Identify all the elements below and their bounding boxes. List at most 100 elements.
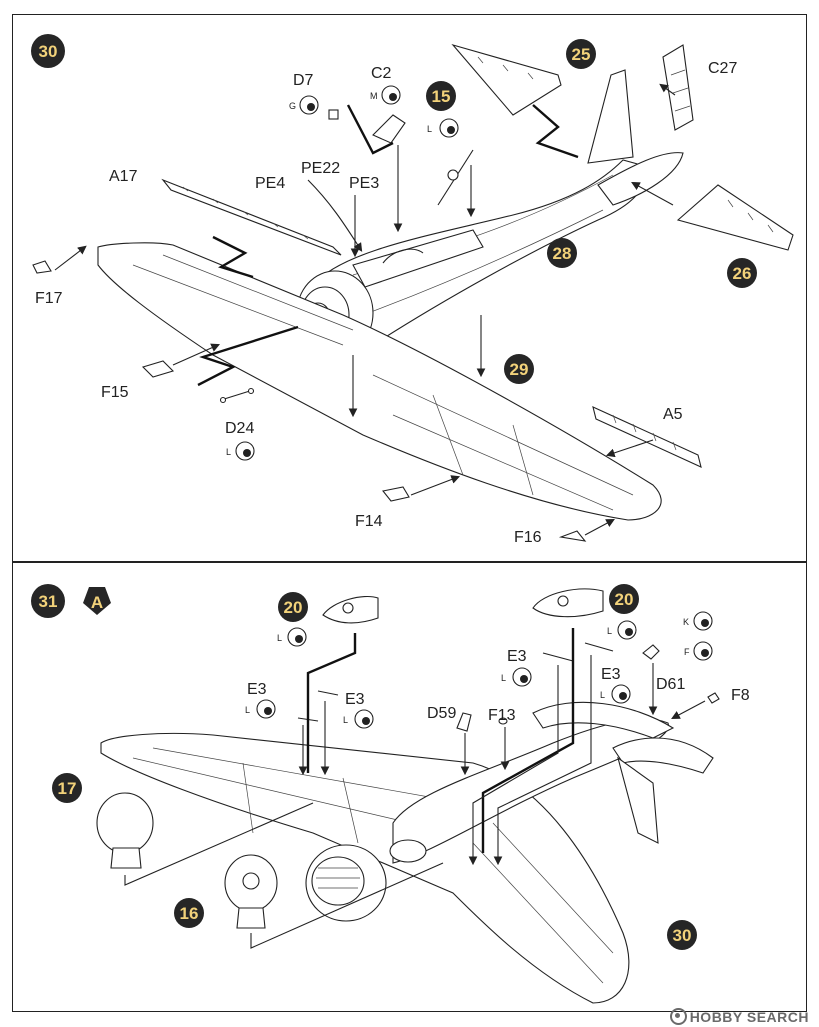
step-31-panel: 31 A <box>12 562 807 1012</box>
paint-chip-e3a: L <box>245 699 276 719</box>
callout-20-right: 20 <box>609 584 639 614</box>
wing-flap-right <box>592 406 702 468</box>
label-f17: F17 <box>35 290 63 307</box>
assembly-lines <box>54 83 676 536</box>
underside-engine <box>305 844 387 922</box>
vertical-stabilizer <box>587 69 634 164</box>
label-pe22: PE22 <box>301 160 340 177</box>
step-30-badge: 30 <box>31 34 65 68</box>
label-f8: F8 <box>731 687 750 704</box>
part-d7-shape <box>328 109 339 120</box>
callout-29: 29 <box>504 354 534 384</box>
cockpit <box>352 229 484 288</box>
paint-chip-d7: G <box>289 95 319 115</box>
label-pe3: PE3 <box>349 175 379 192</box>
label-d24: D24 <box>225 420 254 437</box>
svg-text:G: G <box>289 101 296 111</box>
label-a17: A17 <box>109 168 138 185</box>
label-e3b: E3 <box>345 691 365 708</box>
svg-text:29: 29 <box>510 360 529 379</box>
svg-text:L: L <box>600 690 605 700</box>
aircraft-underside-fuselage <box>389 718 669 864</box>
label-d59: D59 <box>427 705 456 722</box>
part-f16-shape <box>558 530 587 542</box>
callout-26: 26 <box>727 258 757 288</box>
label-a5: A5 <box>663 406 683 423</box>
part-f17-shape <box>32 260 52 274</box>
label-e3d: E3 <box>601 666 621 683</box>
wheel-cover-17 <box>96 792 154 869</box>
svg-text:A: A <box>91 593 103 612</box>
svg-text:L: L <box>427 124 432 134</box>
paint-chip-20-left: L <box>277 627 307 647</box>
part-c2-shape <box>372 114 406 144</box>
part-d24-shape <box>219 387 255 404</box>
paint-chip-d24: L <box>226 441 255 461</box>
svg-text:L: L <box>343 715 348 725</box>
svg-text:L: L <box>607 626 612 636</box>
svg-text:17: 17 <box>58 779 77 798</box>
svg-text:31: 31 <box>39 592 58 611</box>
step-31-diagram: 31 A <box>31 584 750 1004</box>
callout-15: 15 <box>426 81 456 111</box>
svg-text:25: 25 <box>572 45 591 64</box>
paint-chip-f: F <box>684 641 713 661</box>
svg-text:26: 26 <box>733 264 752 283</box>
variant-a-badge: A <box>83 587 111 615</box>
part-f15-shape <box>141 360 175 378</box>
wheel-cover-16 <box>224 854 278 929</box>
step-30-panel: 30 <box>12 14 807 562</box>
bomb-part-left <box>322 595 379 624</box>
svg-text:L: L <box>226 447 231 457</box>
svg-text:F: F <box>684 647 690 657</box>
paint-chip-20-right: L <box>607 620 637 640</box>
paint-chip-e3c: L <box>501 667 532 687</box>
paint-chip-e3b: L <box>343 709 374 729</box>
label-pe4: PE4 <box>255 175 285 192</box>
hobby-search-logo-icon <box>669 1008 687 1025</box>
main-wing <box>97 242 662 521</box>
svg-text:20: 20 <box>284 598 303 617</box>
part-f14-shape <box>382 486 410 502</box>
part-gun-shape <box>437 149 474 206</box>
underside-tail <box>612 737 714 844</box>
elevator-right-part <box>676 184 794 251</box>
svg-text:M: M <box>370 91 378 101</box>
svg-text:16: 16 <box>180 904 199 923</box>
label-e3a: E3 <box>247 681 267 698</box>
elevator-left-part <box>451 43 562 116</box>
svg-text:30: 30 <box>673 926 692 945</box>
callout-28: 28 <box>547 238 577 268</box>
label-c2: C2 <box>371 65 392 82</box>
paint-chip-c2: M <box>370 85 401 105</box>
underside-right-wing-tip <box>532 701 675 739</box>
paint-chip-15: L <box>427 118 459 138</box>
step-31-badge: 31 <box>31 584 65 618</box>
label-c27: C27 <box>708 60 737 77</box>
callout-17: 17 <box>52 773 82 803</box>
svg-text:28: 28 <box>553 244 572 263</box>
svg-text:L: L <box>245 705 250 715</box>
paint-chip-e3d: L <box>600 684 631 704</box>
bomb-part-right <box>532 588 604 618</box>
svg-text:K: K <box>683 617 689 627</box>
step-30-number: 30 <box>39 42 58 61</box>
hobby-search-watermark: HOBBY SEARCH <box>669 1008 809 1025</box>
svg-text:20: 20 <box>615 590 634 609</box>
step-30-diagram: 30 <box>31 34 794 546</box>
label-e3c: E3 <box>507 648 527 665</box>
callout-16: 16 <box>174 898 204 928</box>
paint-chip-k: K <box>683 611 713 631</box>
wing-flap-left <box>161 178 342 256</box>
rack-parts <box>297 642 720 732</box>
svg-text:15: 15 <box>432 87 451 106</box>
svg-text:L: L <box>501 673 506 683</box>
label-f15: F15 <box>101 384 129 401</box>
label-f16: F16 <box>514 529 542 546</box>
label-d61: D61 <box>656 676 685 693</box>
assembly-lines-31 <box>124 628 706 949</box>
svg-text:L: L <box>277 633 282 643</box>
label-f13: F13 <box>488 707 516 724</box>
label-d7: D7 <box>293 72 314 89</box>
label-f14: F14 <box>355 513 383 530</box>
